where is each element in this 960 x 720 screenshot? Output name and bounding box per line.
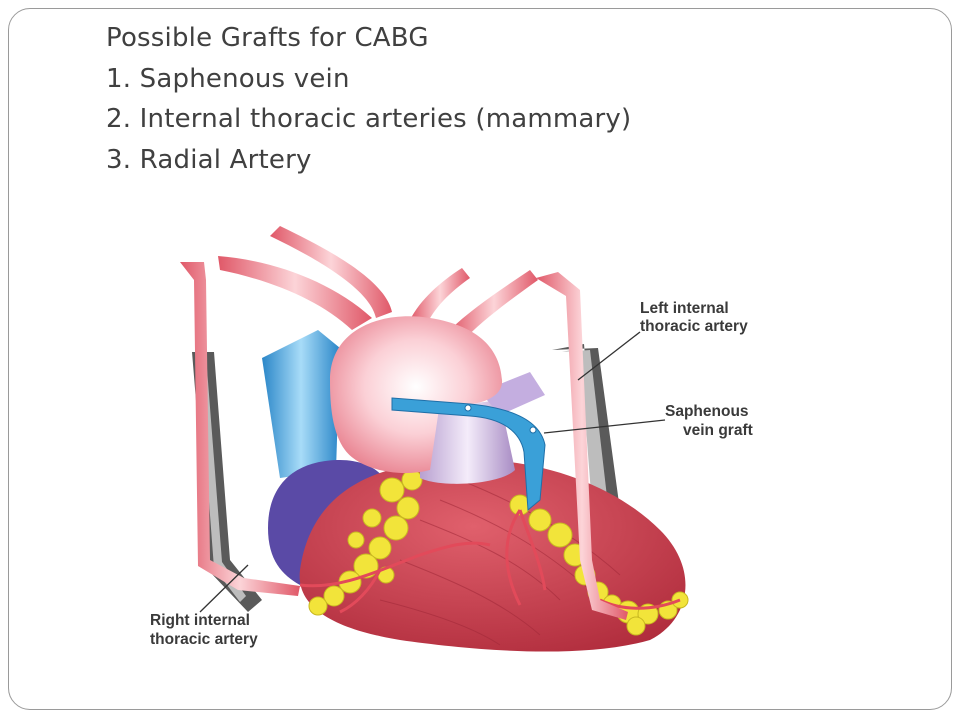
list-item-saphenous-vein: 1. Saphenous vein [106, 63, 350, 94]
label-right-ita-line1: Right internal [150, 612, 250, 629]
left-pulmonary-artery [480, 372, 545, 415]
label-saphenous-line1: Saphenous [665, 403, 749, 420]
list-item-internal-thoracic-arteries: 2. Internal thoracic arteries (mammary) [106, 104, 632, 134]
slide-text-block: Possible Grafts for CABG 1. Saphenous ve… [106, 18, 631, 180]
aortic-arch [330, 316, 503, 474]
graft-suture-1 [464, 404, 472, 412]
label-left-ita-line1: Left internal [640, 300, 729, 317]
list-item-radial-artery: 3. Radial Artery [106, 144, 312, 175]
graft-suture-2 [529, 426, 537, 434]
slide-title: Possible Grafts for CABG [106, 23, 429, 53]
pulmonary-trunk [420, 400, 515, 484]
superior-vena-cava [262, 330, 340, 478]
label-left-ita-line2: thoracic artery [640, 318, 748, 335]
left-internal-thoracic-artery [536, 272, 628, 620]
label-leader-lines [199, 331, 666, 613]
aortic-branches [218, 226, 538, 342]
label-right-ita-line2: thoracic artery [150, 631, 258, 648]
saphenous-vein-graft [391, 397, 546, 512]
right-internal-thoracic-artery [180, 262, 300, 596]
label-saphenous-line2: vein graft [683, 422, 753, 439]
